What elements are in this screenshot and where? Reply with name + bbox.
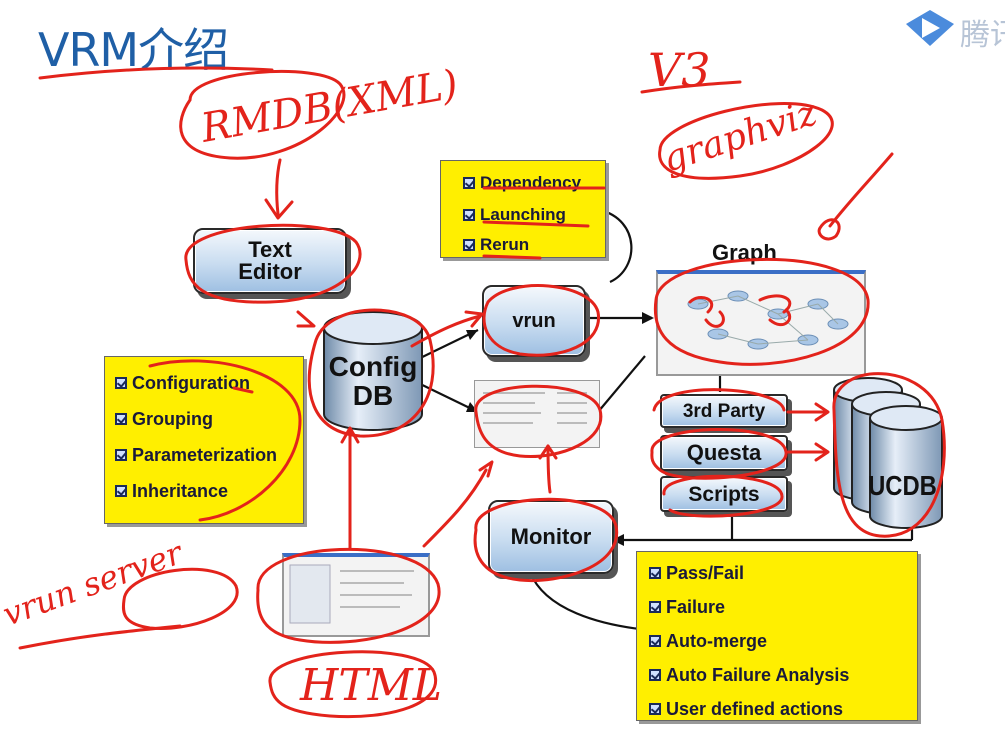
third-party-circle	[652, 388, 786, 412]
play-logo-icon	[906, 10, 954, 46]
note-item-rerun: Rerun	[463, 231, 605, 259]
checkbox-icon	[115, 413, 127, 425]
text-editor-arrowhead	[296, 310, 316, 328]
text-editor-circle	[184, 223, 362, 304]
monitor-to-report-line	[546, 444, 552, 494]
checkbox-icon	[463, 177, 475, 189]
html-to-db-arrowhead	[340, 426, 360, 444]
note-item-failure: Failure	[649, 590, 917, 624]
note-item-parameterization: Parameterization	[115, 437, 303, 473]
scripts-circle	[662, 474, 784, 518]
checkbox-icon	[115, 485, 127, 497]
note-item-auto-merge: Auto-merge	[649, 624, 917, 658]
launching-underline	[482, 220, 590, 228]
graphviz-circle	[658, 102, 834, 180]
monitor-label: Monitor	[510, 524, 592, 549]
config-db-cylinder	[323, 311, 423, 431]
checkbox-icon	[649, 567, 661, 579]
note-to-monitor-line	[528, 571, 649, 632]
config-db-circle	[307, 308, 435, 438]
note-item-pass-fail: Pass/Fail	[649, 556, 917, 590]
note-item-grouping: Grouping	[115, 401, 303, 437]
rmdb-arrowhead	[264, 198, 294, 220]
graph-circle	[653, 258, 870, 366]
ucdb-cylinders	[833, 377, 943, 529]
html-handwriting-circle	[268, 650, 438, 719]
config-db-label-line1: Config	[328, 351, 418, 382]
ucdb-label: UCDB	[868, 470, 937, 501]
note-item-launching: Launching	[463, 199, 605, 231]
report-circle	[474, 384, 603, 459]
note-item-inheritance: Inheritance	[115, 473, 303, 509]
config-vrun-red-line	[410, 314, 482, 348]
report-to-graph-line	[597, 355, 646, 413]
configuration-mark	[232, 386, 254, 394]
checkbox-icon	[649, 669, 661, 681]
checkbox-icon	[463, 239, 475, 251]
title-underline	[38, 66, 274, 80]
questa-box: Questa	[660, 435, 788, 471]
server-underline	[18, 624, 182, 650]
monitor-circle	[473, 497, 619, 583]
graph-scribbles	[688, 294, 792, 328]
html-to-report-line	[422, 468, 488, 548]
rmdb-circle	[179, 70, 346, 160]
rmdb-arrow-line	[275, 158, 282, 216]
ucdb-circle	[832, 372, 946, 538]
note-item-configuration: Configuration	[115, 365, 303, 401]
graph-pointer-head	[817, 218, 841, 241]
questa-circle	[650, 428, 788, 480]
html-to-report-arrowhead	[478, 460, 494, 478]
checkbox-icon	[115, 449, 127, 461]
checkbox-icon	[649, 635, 661, 647]
text-editor-label-line1: Text	[248, 237, 292, 262]
third-party-label: 3rd Party	[682, 400, 766, 422]
checkbox-icon	[649, 703, 661, 715]
app-logo: 腾讯	[902, 6, 1005, 52]
questa-ucdb-arrowhead	[814, 442, 830, 462]
server-circle	[121, 567, 239, 631]
config-db-label-line2: DB	[352, 380, 394, 412]
v3-underline	[640, 80, 742, 94]
checkbox-icon	[115, 377, 127, 389]
config-features-note: Configuration Grouping Parameterization …	[104, 356, 304, 524]
vrun-circle	[482, 284, 600, 357]
graph-pointer-line	[828, 152, 894, 228]
monitor-to-report-arrowhead	[538, 444, 558, 460]
monitor-arrowhead	[612, 534, 624, 546]
questa-label: Questa	[686, 440, 762, 465]
note-item-user-defined-actions: User defined actions	[649, 692, 917, 726]
graph-arrowhead	[642, 312, 654, 324]
monitor-features-note: Pass/Fail Failure Auto-merge Auto Failur…	[636, 551, 918, 721]
checkbox-icon	[463, 209, 475, 221]
vrun-arrowhead	[466, 330, 478, 340]
note-to-vrun-line	[599, 208, 633, 283]
config-db-label: Config DB	[318, 352, 428, 411]
config-note-arc	[148, 359, 302, 522]
text-editor-label-line2: Editor	[238, 259, 302, 284]
monitor-box: Monitor	[488, 500, 614, 574]
note-item-auto-failure-analysis: Auto Failure Analysis	[649, 658, 917, 692]
html-thumb-circle	[256, 547, 441, 644]
config-vrun-red-arrowhead	[464, 310, 484, 328]
logo-text: 腾讯	[960, 19, 1005, 52]
checkbox-icon	[649, 601, 661, 613]
scripts-label: Scripts	[688, 482, 760, 506]
vrun-server-handwriting: vrun server	[0, 533, 189, 633]
party-ucdb-arrowhead	[814, 402, 830, 422]
text-editor-box: Text Editor	[193, 228, 347, 294]
html-thumbnail	[282, 553, 430, 637]
rerun-underline	[482, 254, 542, 260]
vrun-label: vrun	[512, 310, 556, 332]
html-preview-image	[289, 564, 414, 624]
